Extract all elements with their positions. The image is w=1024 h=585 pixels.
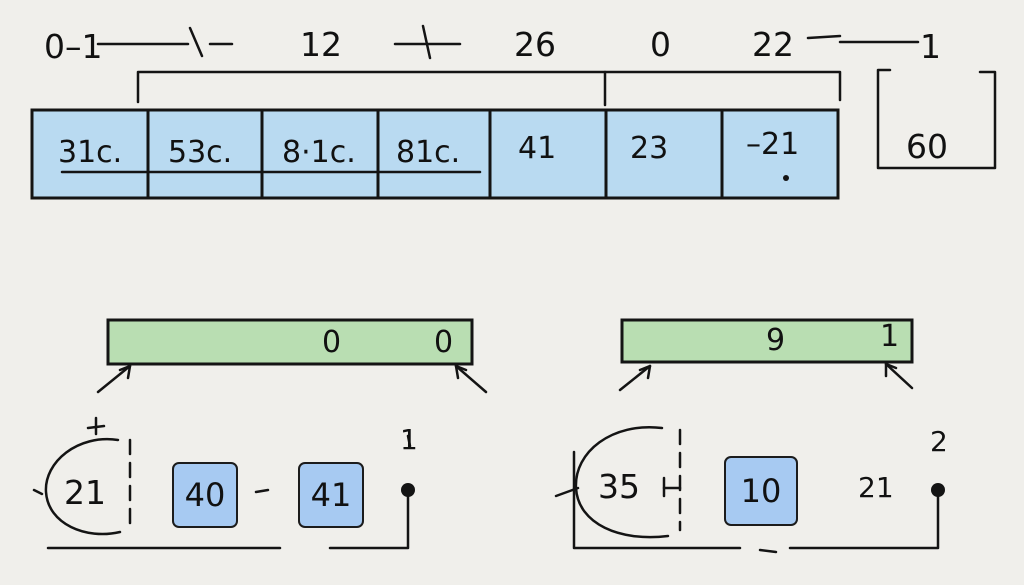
left-chip-2: 41 [298, 462, 364, 528]
array-cell-6: 23 [630, 131, 669, 166]
array [30, 108, 840, 200]
top-label-5: 22 [752, 25, 794, 64]
array-cell-1: 31c. [58, 135, 123, 170]
array-cell-2: 53c. [168, 135, 233, 170]
array-cell-4: 81c. [396, 135, 461, 170]
right-bar-arrows [618, 362, 914, 392]
right-label: 21 [858, 471, 894, 504]
left-bar-arrows [96, 364, 488, 394]
left-dot [401, 483, 415, 497]
array-cell-5: 41 [518, 131, 557, 166]
left-bar-value-1: 0 [322, 325, 342, 360]
left-group-lines [32, 416, 412, 550]
top-label-3: 26 [514, 25, 556, 64]
right-bar-value-2: 1 [880, 319, 900, 354]
top-label-6: 1 [920, 27, 941, 66]
array-cell-7: –21 [746, 127, 800, 162]
top-number-line [96, 24, 920, 60]
top-label-1: 0–1 [44, 27, 103, 66]
right-bar [620, 318, 914, 364]
top-label-4: 0 [650, 25, 671, 64]
right-chip: 10 [724, 456, 798, 526]
array-bracket [136, 70, 842, 107]
side-box [876, 68, 997, 170]
top-label-2: 12 [300, 25, 342, 64]
right-dot [931, 483, 945, 497]
left-circle-label: 21 [64, 473, 106, 512]
left-bar [106, 318, 474, 366]
array-cell-3: 8·1c. [282, 135, 356, 170]
side-box-value: 60 [906, 127, 948, 166]
left-bar-value-2: 0 [434, 325, 454, 360]
right-bar-value-1: 9 [766, 323, 786, 358]
right-circle-label: 35 [598, 467, 640, 506]
right-side-mark: 2 [930, 425, 948, 458]
right-group-lines [554, 425, 940, 554]
left-chip-1: 40 [172, 462, 238, 528]
left-side-mark: 1 [400, 423, 418, 456]
